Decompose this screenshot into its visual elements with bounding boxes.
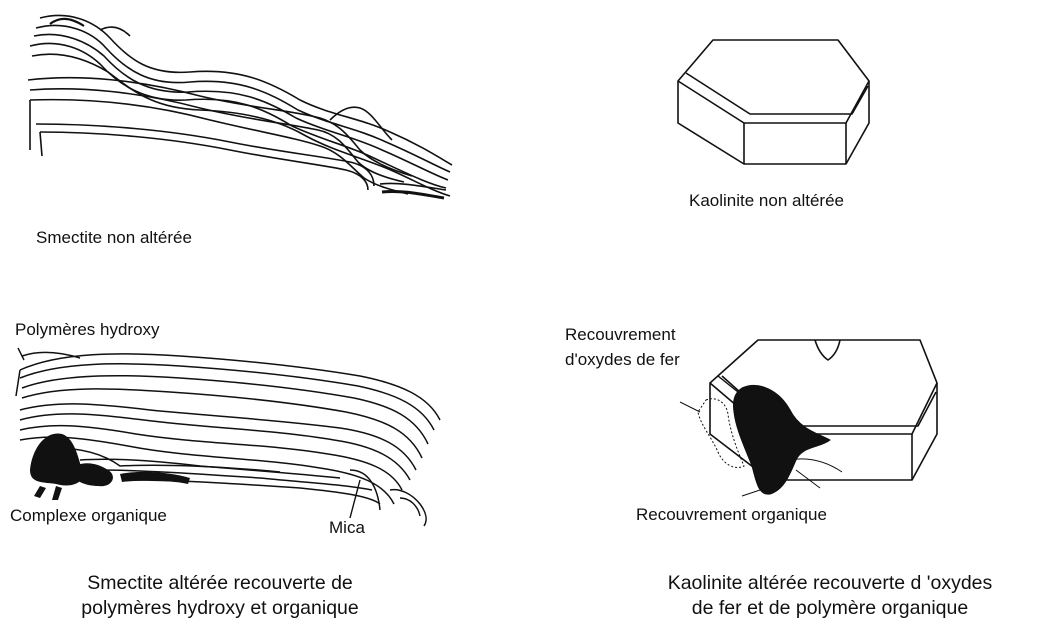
smectite-weathered-caption-line2: polymères hydroxy et organique [30,597,410,620]
label-iron-oxide-coating-line2: d'oxydes de fer [565,350,680,370]
kaolinite-fresh-drawing [678,40,869,164]
label-iron-oxide-coating-line1: Recouvrement [565,325,676,345]
kaolinite-fresh-caption: Kaolinite non altérée [689,191,844,211]
smectite-weathered-caption-line1: Smectite altérée recouverte de [30,572,410,595]
label-organic-coating: Recouvrement organique [636,505,827,525]
kaolinite-weathered-caption-line1: Kaolinite altérée recouverte d 'oxydes [640,572,1020,595]
smectite-fresh-caption: Smectite non altérée [36,228,192,248]
label-mica: Mica [329,518,365,538]
kaolinite-weathered-caption-line2: de fer et de polymère organique [640,597,1020,620]
smectite-weathered-drawing [16,352,440,526]
label-organic-complex: Complexe organique [10,506,167,526]
smectite-fresh-drawing [28,15,452,198]
label-hydroxy-polymers: Polymères hydroxy [15,320,160,340]
